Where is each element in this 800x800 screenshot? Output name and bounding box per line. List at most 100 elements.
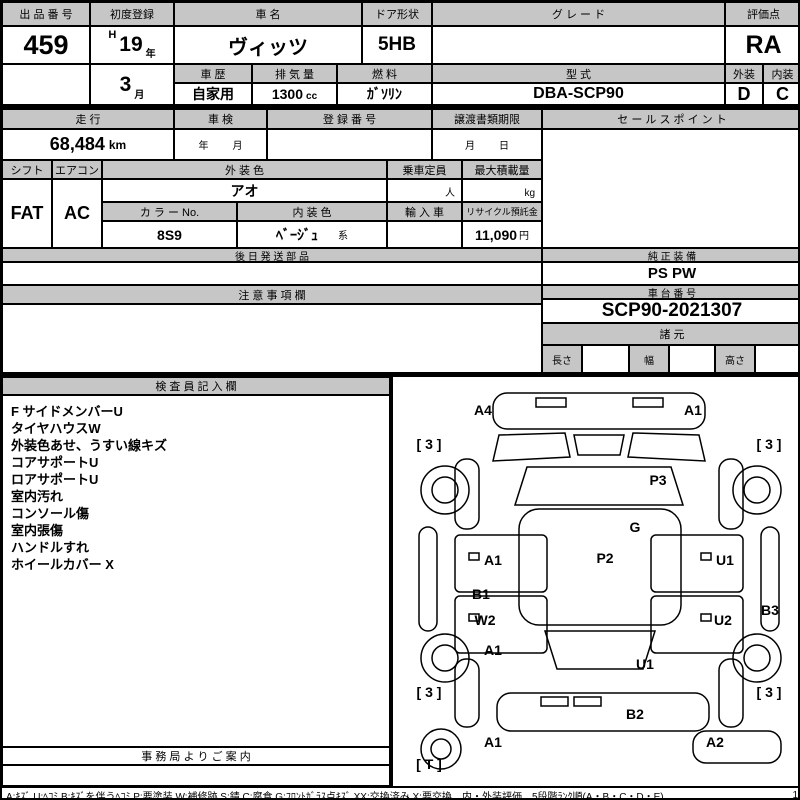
height-label: 高さ xyxy=(715,345,755,373)
reg-year: 19 xyxy=(119,33,143,56)
era-letter: H xyxy=(108,29,117,41)
side-sills xyxy=(418,526,780,632)
caution-header: 注 意 事 項 欄 xyxy=(2,285,542,304)
diagram-label: A4 xyxy=(474,402,492,418)
diagram-label: A2 xyxy=(706,734,724,750)
doors xyxy=(454,534,744,654)
reg-month-unit: 月 xyxy=(134,90,145,101)
color-number-header: カ ラ ー No. xyxy=(102,202,237,221)
import-car-value xyxy=(387,221,462,248)
later-parts-value xyxy=(2,262,542,285)
later-parts-header: 後 日 発 送 部 品 xyxy=(2,248,542,262)
footer-divider xyxy=(2,786,798,788)
rear-bumper xyxy=(496,692,710,732)
capacity-header: 乗車定員 xyxy=(387,160,462,179)
car-diagram-svg xyxy=(418,392,782,770)
inspection-note: コアサポートU xyxy=(11,455,99,470)
inspector-notes-header: 検 査 員 記 入 欄 xyxy=(2,377,390,395)
caution-value xyxy=(2,304,542,373)
width-label: 幅 xyxy=(629,345,669,373)
model-code-value: DBA-SCP90 xyxy=(432,83,725,105)
transfer-day-unit: 日 xyxy=(499,141,509,152)
mileage-unit: km xyxy=(108,137,127,152)
front-fenders xyxy=(454,458,744,530)
diagram-label: A1 xyxy=(484,642,502,658)
chassis-number-header: 車 台 番 号 xyxy=(542,285,798,299)
diagram-label: W2 xyxy=(474,612,496,628)
diagram-label: G xyxy=(629,519,641,535)
first-registration-month: 3 月 xyxy=(90,64,174,105)
history-value: 自家用 xyxy=(174,83,252,105)
office-information-header: 事 務 局 よ り ご 案 内 xyxy=(2,747,390,765)
lot-number-value: 459 xyxy=(2,26,90,64)
genuine-equipment-header: 純 正 装 備 xyxy=(542,248,798,262)
color-number-value: 8S9 xyxy=(102,221,237,248)
interior-color-value: ﾍﾞｰｼﾞｭ 系 xyxy=(237,221,387,248)
first-registration-header: 初度登録 xyxy=(90,2,174,26)
diagram-label: [ 3 ] xyxy=(756,436,782,452)
fuel-value: ｶﾞｿﾘﾝ xyxy=(337,83,432,105)
registration-number-header: 登 録 番 号 xyxy=(267,109,432,129)
diagram-label: B1 xyxy=(472,586,490,602)
displacement-unit: cc xyxy=(306,91,318,102)
legend-text: A:ｷｽﾞ U:ﾍｺﾐ B:ｷｽﾞを伴うﾍｺﾐ P:要塗装 W:補修跡 S:錆 … xyxy=(6,791,664,800)
transfer-deadline-header: 譲渡書類期限 xyxy=(432,109,542,129)
length-label: 長さ xyxy=(542,345,582,373)
reg-year-unit: 年 xyxy=(145,49,156,60)
diagram-label: U1 xyxy=(636,656,654,672)
inspection-note: ロアサポートU xyxy=(11,472,99,487)
interior-color-suffix: 系 xyxy=(338,231,348,242)
reg-month: 3 xyxy=(119,72,132,96)
grade-header: グ レ ー ド xyxy=(432,2,725,26)
rear-tray xyxy=(692,730,782,764)
first-registration-year: H 19 年 xyxy=(90,26,174,64)
diagram-label: A1 xyxy=(484,552,502,568)
hood-and-headlights xyxy=(492,432,706,462)
diagram-label: U1 xyxy=(716,552,734,568)
spec-header: 諸 元 xyxy=(542,323,798,345)
inspection-note: ホイールカバー X xyxy=(11,557,114,572)
section-divider-1 xyxy=(2,105,798,109)
legend-footer: A:ｷｽﾞ U:ﾍｺﾐ B:ｷｽﾞを伴うﾍｺﾐ P:要塗装 W:補修跡 S:錆 … xyxy=(2,788,798,800)
diagram-label: A1 xyxy=(484,734,502,750)
inspection-note: タイヤハウスW xyxy=(11,421,101,436)
office-information-blank xyxy=(2,765,390,786)
car-damage-diagram: A4 A1 [ 3 ] [ 3 ] P3 G A1 P2 U1 B1 W2 U2… xyxy=(393,377,798,786)
diagram-label: B3 xyxy=(761,602,779,618)
score-value: RA xyxy=(725,26,798,64)
import-car-header: 輸 入 車 xyxy=(387,202,462,221)
exterior-grade-value: D xyxy=(725,83,763,105)
car-name-header: 車 名 xyxy=(174,2,362,26)
diagram-label: [ 3 ] xyxy=(416,684,442,700)
recycle-deposit-value: 11,090 円 xyxy=(462,221,542,248)
door-shape-value: 5HB xyxy=(362,26,432,64)
car-name-value: ヴィッツ xyxy=(174,26,362,64)
inspection-expiry-header: 車 検 xyxy=(174,109,267,129)
interior-grade-value: C xyxy=(763,83,798,105)
genuine-equipment-value: PS PW xyxy=(542,262,798,285)
inspection-expiry-value: 年 月 xyxy=(174,129,267,160)
door-shape-header: ドア形状 xyxy=(362,2,432,26)
inspection-note: コンソール傷 xyxy=(11,506,90,521)
diagram-label: A1 xyxy=(684,402,702,418)
roof xyxy=(518,508,682,626)
diagram-label: [ T ] xyxy=(416,756,442,772)
exterior-color-value: アオ xyxy=(102,179,387,202)
displacement-value: 1300 cc xyxy=(252,83,337,105)
mileage-header: 走 行 xyxy=(2,109,174,129)
width-value xyxy=(669,345,715,373)
aircon-header: エアコン xyxy=(52,160,102,179)
recycle-deposit-header: リサイクル預託金 xyxy=(462,202,542,221)
mileage-value: 68,484 km xyxy=(2,129,174,160)
length-value xyxy=(582,345,629,373)
rear-window xyxy=(543,630,657,670)
diagram-label: B2 xyxy=(626,706,644,722)
interior-color-name: ﾍﾞｰｼﾞｭ xyxy=(276,226,318,243)
inspection-note: F サイドメンバーU xyxy=(11,404,123,419)
sales-point-header: セ ー ル ス ポ イ ン ト xyxy=(542,109,798,129)
registration-number-value xyxy=(267,129,432,160)
lot-number-header: 出 品 番 号 xyxy=(2,2,90,26)
shift-header: シフト xyxy=(2,160,52,179)
